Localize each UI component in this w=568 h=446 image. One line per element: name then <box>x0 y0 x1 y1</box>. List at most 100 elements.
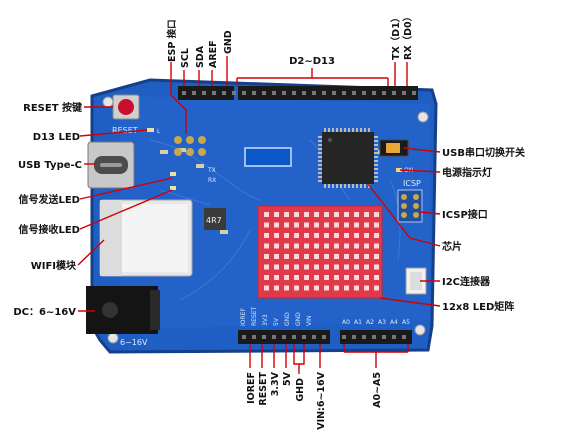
chip-pin <box>318 168 322 170</box>
wifi-module <box>99 199 193 277</box>
matrix-led <box>334 212 339 217</box>
label-vin: VIN:6~16V <box>316 371 327 429</box>
label-ghd: GHD <box>295 378 306 402</box>
header-pin <box>342 335 346 339</box>
chip-pin <box>340 128 342 132</box>
header-pin <box>362 335 366 339</box>
label-5v: 5V <box>282 371 293 386</box>
chip-pin <box>374 168 378 170</box>
matrix-led <box>364 243 369 249</box>
header-pin <box>272 335 276 339</box>
analog-pin-silk: A3 <box>378 319 386 326</box>
chip-pin <box>318 140 322 142</box>
chip-pin <box>356 184 358 188</box>
chip-pin <box>374 172 378 174</box>
chip-pin <box>344 184 346 188</box>
chip-pin <box>364 184 366 188</box>
logo-block <box>244 147 292 167</box>
matrix-led <box>374 222 379 228</box>
header-pin <box>212 91 216 95</box>
matrix-led <box>274 222 279 228</box>
label-reset: RESET 按键 <box>23 101 83 114</box>
matrix-led <box>324 233 329 238</box>
label-3v3: 3.3V <box>270 371 281 396</box>
tx-silk: TX <box>207 167 216 174</box>
chip-pin <box>352 184 354 188</box>
matrix-led <box>354 233 359 238</box>
label-i2c: I2C连接器 <box>442 275 491 288</box>
chip-pin <box>336 128 338 132</box>
chip-pin <box>374 176 378 178</box>
dc-jack[interactable] <box>86 286 160 334</box>
matrix-led <box>364 233 369 238</box>
matrix-led <box>354 254 359 259</box>
esp-header-pads <box>174 136 206 156</box>
inductor: 4R7 <box>204 208 226 230</box>
matrix-led <box>314 243 319 249</box>
header-pin <box>282 91 286 95</box>
matrix-led <box>364 275 369 280</box>
header-pin <box>242 335 246 339</box>
chip-pin <box>318 160 322 162</box>
matrix-led <box>294 243 299 249</box>
chip-pin <box>374 144 378 146</box>
matrix-led <box>274 212 279 217</box>
d13-led <box>147 128 154 132</box>
matrix-led <box>314 264 319 270</box>
label-esp: ESP 接口 <box>166 19 178 62</box>
header-pin <box>252 335 256 339</box>
chip-pin <box>364 128 366 132</box>
matrix-led <box>334 264 339 270</box>
header-pin <box>192 91 196 95</box>
matrix-led <box>274 243 279 249</box>
analog-pin-silk: A1 <box>354 319 362 326</box>
tx-led <box>170 172 176 176</box>
header-pin <box>292 335 296 339</box>
header-pin <box>272 91 276 95</box>
label-rx: RX（D0） <box>402 12 414 60</box>
matrix-led <box>304 212 309 217</box>
leader-lines <box>77 56 441 374</box>
power-pin-silk: 5V <box>273 317 280 326</box>
chip-pin <box>374 140 378 142</box>
matrix-led <box>334 254 339 259</box>
label-sda: SDA <box>195 45 206 68</box>
label-chip: 芯片 <box>442 240 462 253</box>
header-pin <box>372 91 376 95</box>
chip-pin <box>360 128 362 132</box>
matrix-led <box>274 254 279 259</box>
header-pin <box>392 91 396 95</box>
chip-pin <box>332 128 334 132</box>
chip-pin <box>374 180 378 182</box>
header-pin <box>392 335 396 339</box>
usb-type-c-port[interactable] <box>87 141 135 189</box>
label-dc: DC：6~16V <box>13 307 76 318</box>
header-pin <box>372 335 376 339</box>
power-pin-silk: IOREF <box>240 308 247 326</box>
matrix-led <box>264 254 269 259</box>
chip-pin <box>328 184 330 188</box>
matrix-led <box>344 233 349 238</box>
matrix-led <box>304 233 309 238</box>
matrix-led <box>364 254 369 259</box>
power-pin-silk: RESET <box>251 306 258 326</box>
label-usb-switch: USB串口切换开关 <box>442 146 525 159</box>
matrix-led <box>354 275 359 280</box>
matrix-led <box>284 233 289 238</box>
matrix-led <box>264 212 269 217</box>
matrix-led <box>374 285 379 291</box>
header-pin <box>262 335 266 339</box>
header-pin <box>302 335 306 339</box>
matrix-led <box>364 212 369 217</box>
reset-button[interactable] <box>112 94 140 120</box>
label-a0-a5: A0~A5 <box>372 372 383 408</box>
chip-pin <box>368 128 370 132</box>
power-pin-silk: GND <box>295 312 302 326</box>
usb-serial-switch[interactable] <box>379 139 409 157</box>
matrix-led <box>304 264 309 270</box>
top-pin-header <box>178 86 418 100</box>
matrix-led <box>354 264 359 270</box>
chip-pin <box>318 180 322 182</box>
matrix-led <box>294 222 299 228</box>
